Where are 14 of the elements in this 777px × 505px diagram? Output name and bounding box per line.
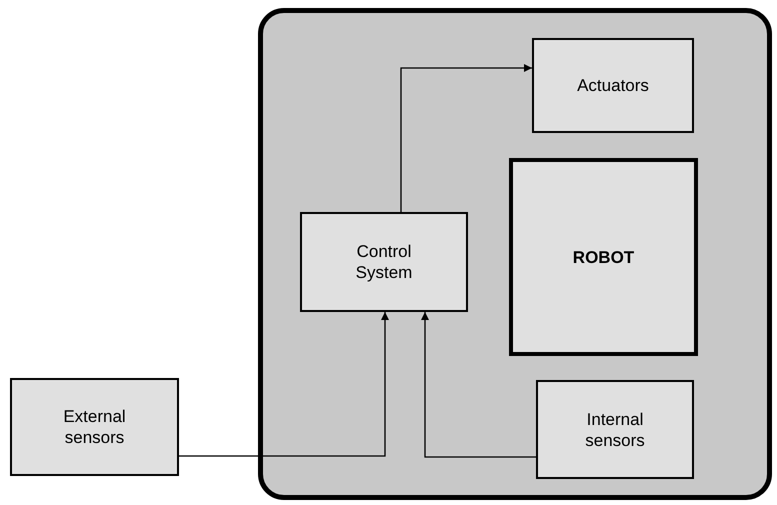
arrow [400,64,532,212]
robot-enclosure [258,8,772,500]
node-label: Control System [354,241,414,283]
sensor-box [536,380,694,479]
process-box [532,38,694,133]
node-label: Internal sensors [584,408,646,450]
robot-box [509,158,698,356]
node-label: External sensors [62,406,127,448]
arrow [179,312,389,457]
sensor-box [10,378,179,476]
arrow [421,312,536,458]
node-label: Actuators [577,75,649,96]
process-box [300,212,468,312]
robot-label: ROBOT [572,246,634,268]
